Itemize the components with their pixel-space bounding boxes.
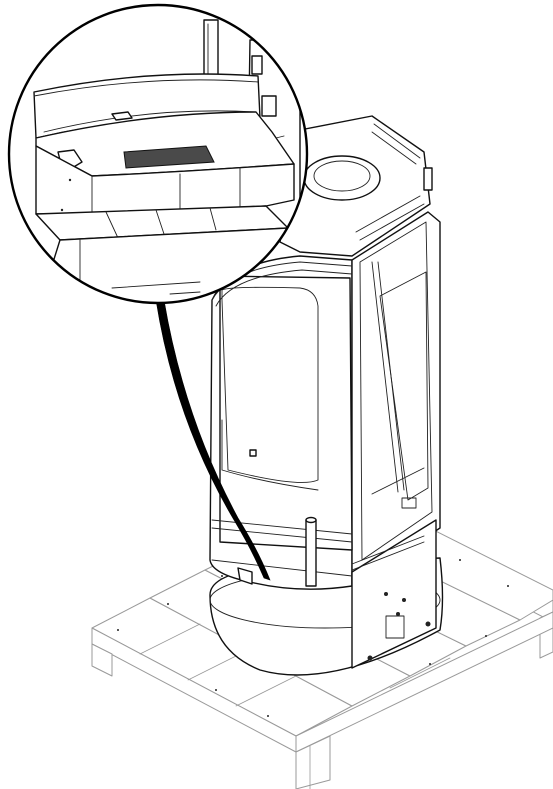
top-corner-bracket — [423, 167, 433, 191]
detail-front-skirt — [35, 145, 295, 215]
pallet-foot-left — [91, 643, 113, 677]
detail-zoom-content — [33, 19, 301, 303]
pallet-side-board — [295, 611, 553, 753]
flue-collar-outer — [303, 155, 381, 201]
rear-base-slot — [385, 615, 405, 639]
detail-callout-ring — [7, 3, 309, 305]
air-intake-pipe — [305, 519, 317, 587]
side-heatshield — [359, 221, 433, 561]
stove-body — [209, 115, 441, 669]
stove-rear-base-panel — [351, 519, 437, 669]
flue-collar-inner — [313, 160, 371, 192]
top-access-plate — [123, 145, 215, 169]
door-frame — [219, 275, 353, 551]
detail-callout — [7, 3, 309, 305]
door-logo — [249, 449, 257, 457]
door-glass — [221, 286, 319, 483]
pallet-foot-front — [295, 735, 331, 789]
leg-bracket — [237, 567, 253, 585]
callout-leader-line — [155, 299, 271, 581]
